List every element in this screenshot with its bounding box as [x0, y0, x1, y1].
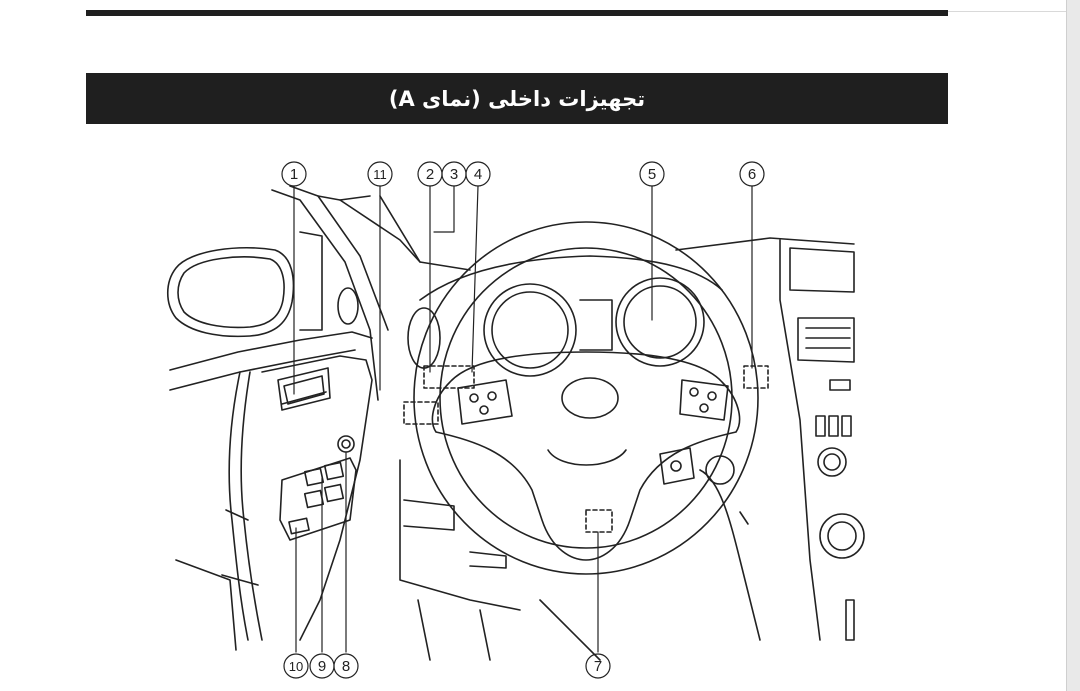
left-steering-switches [457, 379, 513, 425]
steering-wheel [413, 221, 759, 575]
viewer-edge [1066, 0, 1080, 691]
callout-label-4: 4 [474, 166, 482, 183]
horn-emblem [561, 377, 619, 419]
leader-lines [293, 185, 753, 653]
callout-label-1: 1 [290, 166, 298, 183]
door-panel [169, 331, 373, 651]
callout-4 [465, 161, 491, 187]
center-console [659, 237, 865, 641]
callout-label-9: 9 [318, 658, 326, 675]
a-pillar [271, 185, 471, 401]
callout-9 [309, 653, 335, 679]
top-rule [86, 10, 948, 16]
callout-11 [367, 161, 393, 187]
power-window-switches [279, 457, 357, 541]
callout-label-6: 6 [748, 166, 756, 183]
steering-column [399, 459, 601, 661]
callout-5 [639, 161, 665, 187]
callout-6 [739, 161, 765, 187]
callout-label-11: 11 [373, 167, 387, 182]
top-rule-extension [948, 11, 1066, 12]
callout-label-7: 7 [594, 658, 602, 675]
callout-1 [281, 161, 307, 187]
callout-label-2: 2 [426, 166, 434, 183]
section-title: تجهیزات داخلی (نمای A) [388, 86, 646, 111]
section-header: تجهیزات داخلی (نمای A) [86, 73, 948, 124]
side-mirror [166, 246, 295, 338]
inner-door-handle [277, 367, 331, 411]
instrument-cluster [407, 255, 723, 377]
callout-label-5: 5 [648, 166, 656, 183]
door-lock-knob [337, 435, 355, 453]
callout-10 [283, 653, 309, 679]
callout-7 [585, 653, 611, 679]
callout-circles [281, 161, 765, 679]
callout-label-8: 8 [342, 658, 350, 675]
right-steering-switches [679, 379, 729, 421]
callout-label-3: 3 [450, 166, 458, 183]
dashed-markers [403, 365, 769, 533]
callout-label-10: 10 [289, 659, 303, 674]
